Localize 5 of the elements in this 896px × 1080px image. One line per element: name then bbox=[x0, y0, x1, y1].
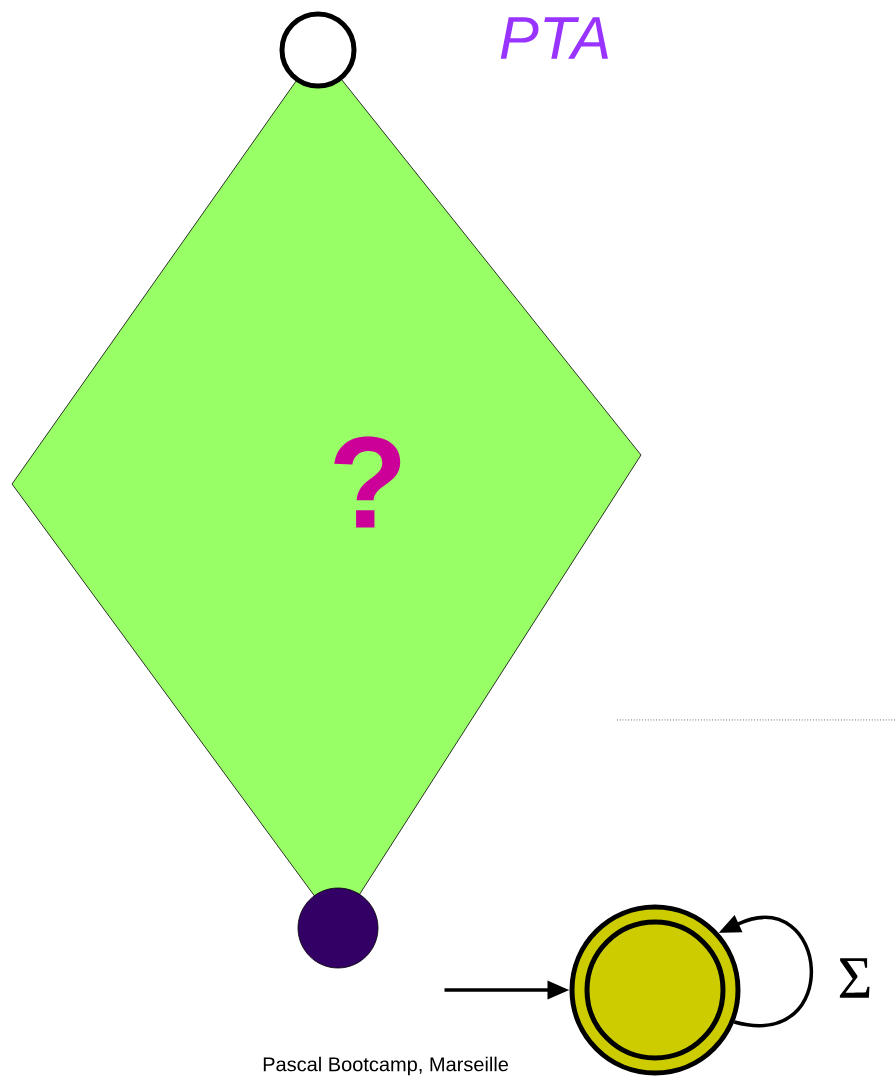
footer-text: Pascal Bootcamp, Marseille bbox=[263, 1056, 508, 1076]
edge-label: Σ bbox=[839, 958, 870, 998]
state-circle bbox=[297, 887, 379, 969]
state-circle bbox=[279, 11, 357, 89]
accepting-state bbox=[569, 904, 741, 1076]
